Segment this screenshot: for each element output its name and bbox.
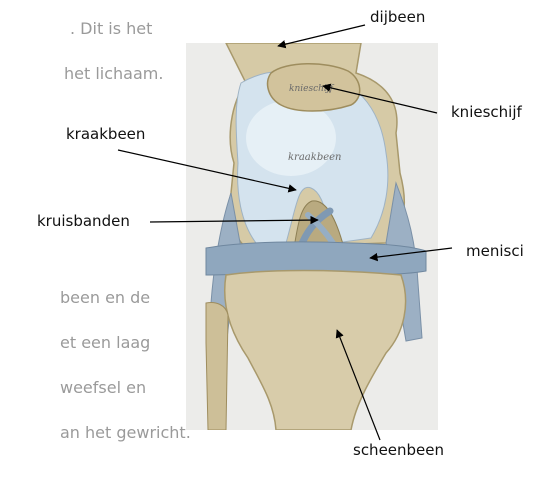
background-text-line-5: weefsel en	[60, 378, 146, 397]
knee-joint-illustration: knieschijf kraakbeen	[186, 43, 438, 430]
label-kruisbanden: kruisbanden	[37, 212, 130, 230]
handwritten-kraakbeen: kraakbeen	[288, 152, 342, 163]
cartilage-highlight	[246, 100, 336, 176]
label-knieschijf: knieschijf	[451, 103, 522, 121]
background-text-line-3: been en de	[60, 288, 150, 307]
label-kraakbeen: kraakbeen	[66, 125, 145, 143]
background-text-line-4: et een laag	[60, 333, 150, 352]
handwritten-knieschijf: knieschijf	[289, 84, 335, 94]
fibula	[206, 303, 228, 431]
label-scheenbeen: scheenbeen	[353, 441, 444, 459]
background-text-line-6: an het gewricht.	[60, 423, 191, 442]
background-text-line-1: . Dit is het	[70, 19, 152, 38]
background-text-line-2: het lichaam.	[64, 64, 163, 83]
label-menisci: menisci	[466, 242, 524, 260]
label-dijbeen: dijbeen	[370, 8, 425, 26]
